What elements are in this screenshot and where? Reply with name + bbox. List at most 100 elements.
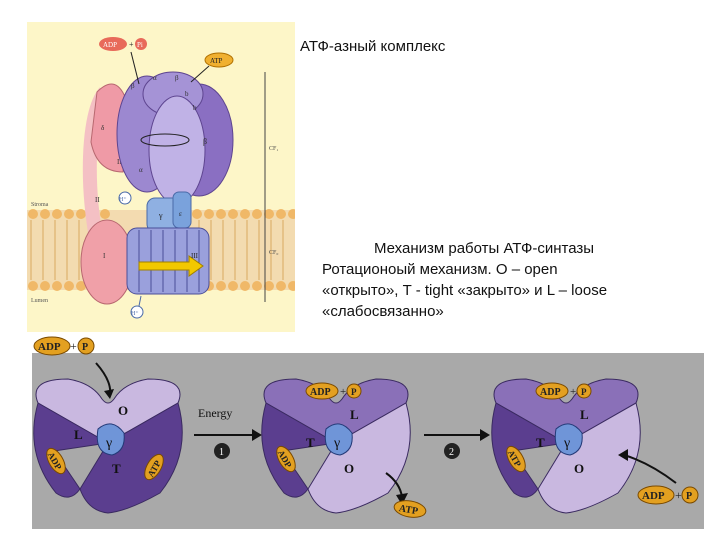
site-l-2-label: L bbox=[350, 407, 359, 422]
alpha-label-top: α bbox=[153, 74, 157, 82]
entry-arrow-head bbox=[618, 449, 628, 461]
proton-exit-line bbox=[138, 295, 142, 307]
description-line-2: Ротационоый механизм. O – open bbox=[322, 261, 558, 278]
step-2-arrow-head bbox=[480, 429, 490, 441]
proton-bottom-icon bbox=[130, 305, 144, 319]
description-line-3: «открыто», T - tight «закрыто» и L – loo… bbox=[322, 282, 608, 299]
gamma-2 bbox=[324, 423, 353, 456]
svg-text:P: P bbox=[351, 387, 357, 397]
atp-released-label: ATP bbox=[398, 503, 419, 517]
b-label-1: b bbox=[185, 90, 189, 98]
step-2-label: 2 bbox=[449, 447, 454, 458]
subunit-i-label: I bbox=[103, 252, 106, 260]
gamma-label: γ bbox=[158, 211, 163, 220]
stroma-label: Stroma bbox=[31, 202, 49, 208]
pi-in-label: P bbox=[82, 342, 88, 353]
adp-pi-top: ADP + Pi bbox=[99, 37, 147, 51]
site-l-1 bbox=[33, 402, 110, 498]
step-2-badge bbox=[444, 443, 460, 459]
gamma-1 bbox=[96, 423, 125, 456]
atp-product bbox=[204, 52, 234, 68]
gamma-3 bbox=[554, 423, 583, 456]
svg-text:P: P bbox=[581, 387, 587, 397]
subunit-ii-label: II bbox=[95, 196, 100, 204]
step-1-label: 1 bbox=[219, 447, 224, 458]
subunit-iii-ring-label: III bbox=[191, 252, 199, 260]
pi-entry-label: P bbox=[686, 491, 692, 502]
step-1-arrow-head bbox=[252, 429, 262, 441]
adp-pi-bound-3: ADP + P bbox=[535, 382, 592, 400]
site-t-1-label: T bbox=[112, 461, 121, 476]
svg-text:ADP: ADP bbox=[540, 387, 561, 398]
site-l-1-label: L bbox=[74, 427, 83, 442]
enzyme-state-2: γ L T O ADP + P ADP bbox=[261, 378, 411, 514]
gamma-2-label: γ bbox=[333, 436, 340, 451]
atp-label: ATP bbox=[210, 57, 223, 65]
cf0-label: CF₀ bbox=[269, 250, 278, 256]
adp-bound-1: ADP bbox=[46, 447, 66, 475]
lumen-label: Lumen bbox=[31, 298, 48, 304]
svg-text:ADP: ADP bbox=[310, 387, 331, 398]
proton-flow-arrow bbox=[138, 255, 204, 277]
site-o-3-label: O bbox=[574, 461, 584, 476]
site-o-2-label: O bbox=[344, 461, 354, 476]
adp-label: ADP bbox=[103, 41, 117, 49]
cf1-label: CF₁ bbox=[269, 146, 278, 152]
energy-label: Energy bbox=[198, 406, 232, 420]
enzyme-state-3: γ L T O ADP + P ATP bbox=[491, 378, 641, 514]
site-o-3 bbox=[537, 402, 641, 514]
c-ring bbox=[126, 227, 210, 295]
site-o-1-label: O bbox=[118, 403, 128, 418]
svg-text:+: + bbox=[129, 40, 134, 49]
beta-label-left: β bbox=[131, 82, 135, 90]
adp-entry-label: ADP bbox=[642, 490, 665, 502]
entry-arrow bbox=[623, 454, 677, 484]
adp-arrow bbox=[130, 51, 140, 85]
svg-text:+: + bbox=[70, 339, 77, 353]
description-line-4: «слабосвязанно» bbox=[322, 303, 444, 320]
rotation-arrow bbox=[140, 133, 190, 147]
atp-arrow bbox=[190, 65, 210, 83]
epsilon-label: ε bbox=[179, 210, 182, 218]
site-l-3 bbox=[493, 378, 639, 444]
pi-label: Pi bbox=[137, 41, 143, 49]
description-line-1: Механизм работы АТФ-синтазы bbox=[374, 240, 595, 257]
subunit-i bbox=[80, 219, 134, 305]
adp-pi-bound-2: ADP + P bbox=[305, 382, 362, 400]
atp-bound-3: ATP bbox=[506, 445, 526, 473]
svg-text:+: + bbox=[675, 488, 682, 502]
atp-released: ATP bbox=[393, 500, 427, 518]
page-title: АТФ-азный комплекс bbox=[300, 38, 446, 55]
site-o-2 bbox=[307, 402, 411, 514]
incoming-arrow-head bbox=[104, 389, 114, 399]
b-label-2: b bbox=[193, 104, 197, 112]
site-o-1 bbox=[35, 378, 181, 444]
atp-synthase-structure-figure: Stroma Lumen I II δ III α β β β α b b γ … bbox=[27, 22, 295, 332]
enzyme-state-1: γ O L T ADP ATP bbox=[33, 378, 183, 514]
beta-label-right: β bbox=[203, 137, 207, 146]
site-l-2 bbox=[263, 378, 409, 444]
proton-top-icon bbox=[118, 191, 132, 205]
svg-text:+: + bbox=[570, 386, 576, 398]
epsilon-subunit bbox=[172, 191, 192, 229]
site-t-1 bbox=[79, 402, 183, 514]
site-t-2-label: T bbox=[306, 435, 315, 450]
gamma-1-label: γ bbox=[105, 436, 112, 451]
adp-pi-incoming: ADP + P bbox=[33, 336, 95, 356]
alpha-subunit-center bbox=[148, 95, 206, 205]
binding-change-mechanism-figure: ADP + P γ O L T ADP ATP Energy 1 γ bbox=[32, 336, 704, 529]
site-l-3-label: L bbox=[580, 407, 589, 422]
delta-label: δ bbox=[101, 124, 105, 132]
beta-label-top: β bbox=[175, 74, 179, 82]
adp-pi-entry: ADP + P bbox=[637, 485, 699, 505]
adp-in-label: ADP bbox=[38, 341, 61, 353]
gamma-3-label: γ bbox=[563, 436, 570, 451]
release-arrow-head bbox=[396, 493, 408, 505]
svg-text:+: + bbox=[340, 386, 346, 398]
proton-top-label: H⁺ bbox=[119, 196, 127, 203]
alpha-label-low: α bbox=[139, 166, 143, 174]
step-1-badge bbox=[214, 443, 230, 459]
site-t-3-label: T bbox=[536, 435, 545, 450]
proton-bottom-label: H⁺ bbox=[131, 310, 139, 317]
description-text: Механизм работы АТФ-синтазы Ротационоый … bbox=[322, 238, 712, 322]
